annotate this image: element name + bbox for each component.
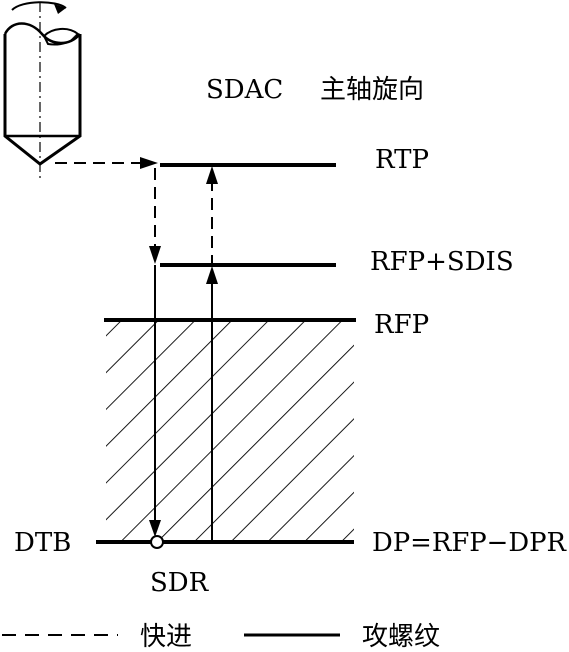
sdr-point [150,535,164,549]
dtb-label: DTB [14,528,71,558]
sdac-label: SDAC [206,75,283,105]
arrow-up-rtp [206,166,218,184]
workpiece [106,320,354,542]
rtp-label: RTP [375,145,429,175]
arrow-to-rtp [140,157,158,169]
legend-rapid-label: 快进 [140,622,192,652]
dp-label: DP=RFP−DPR [372,528,567,558]
tool-icon [3,2,82,182]
rapid-path [55,162,213,267]
arrow-down-sdis [149,246,161,264]
arrow-up-sdis [206,266,218,284]
sdr-label: SDR [150,568,210,598]
arrow-down-dtb [149,520,161,537]
rfp-label: RFP [374,310,429,340]
legend-tapping-label: 攻螺纹 [362,622,440,652]
rfp-sdis-label: RFP+SDIS [370,247,514,277]
spindle-direction-label: 主轴旋向 [320,75,424,105]
rotation-arrow-icon [11,1,67,14]
